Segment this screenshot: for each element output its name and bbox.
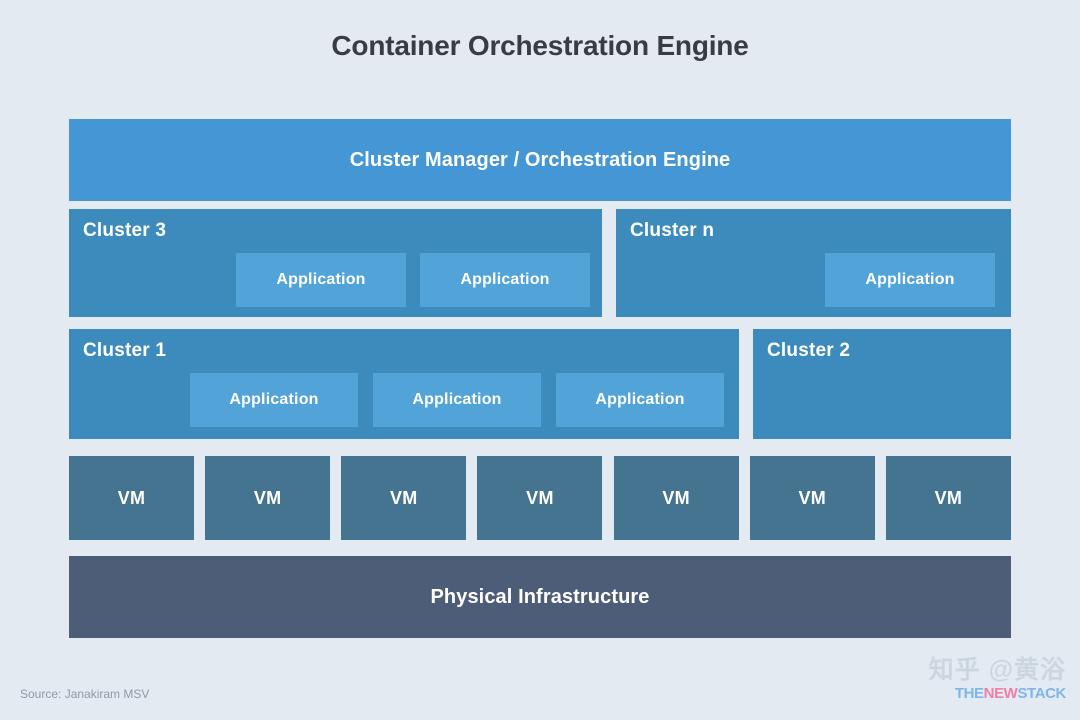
logo-part-new: NEW: [983, 685, 1018, 702]
cluster-title-1: Cluster 1: [83, 340, 167, 361]
vm-box: VM: [477, 456, 603, 540]
logo-part-the: THE: [954, 685, 984, 702]
orchestration-engine-label: Cluster Manager / Orchestration Engine: [349, 148, 731, 171]
vm-box: VM: [205, 456, 331, 540]
watermark: 知乎 @黄浴 THENEWSTACK: [928, 656, 1067, 702]
application-box: Application: [236, 253, 406, 307]
physical-infrastructure-label: Physical Infrastructure: [430, 585, 650, 608]
application-box: Application: [556, 373, 724, 427]
cluster-box-2: Cluster 2: [753, 329, 1011, 439]
thenewstack-logo: THENEWSTACK: [929, 685, 1067, 702]
vm-box: VM: [341, 456, 467, 540]
physical-infrastructure-bar: Physical Infrastructure: [69, 556, 1011, 638]
application-box: Application: [373, 373, 541, 427]
vm-box: VM: [69, 456, 194, 540]
cluster-title-2: Cluster 2: [767, 340, 851, 361]
cluster-title-n: Cluster n: [630, 220, 715, 241]
application-box: Application: [420, 253, 590, 307]
page-title: Container Orchestration Engine: [331, 30, 749, 61]
vm-box: VM: [613, 456, 739, 540]
application-box: Application: [190, 373, 358, 427]
vm-layer: VM VM VM VM VM VM VM: [69, 456, 1011, 540]
watermark-zhihu-text: 知乎 @黄浴: [928, 656, 1066, 684]
vm-box: VM: [749, 456, 875, 540]
logo-part-stack: STACK: [1017, 685, 1066, 702]
cluster-title-3: Cluster 3: [83, 220, 167, 241]
vm-box: VM: [885, 456, 1011, 540]
source-note: Source: Janakiram MSV: [20, 687, 150, 701]
application-box: Application: [825, 253, 995, 307]
orchestration-engine-bar: Cluster Manager / Orchestration Engine: [69, 119, 1011, 201]
